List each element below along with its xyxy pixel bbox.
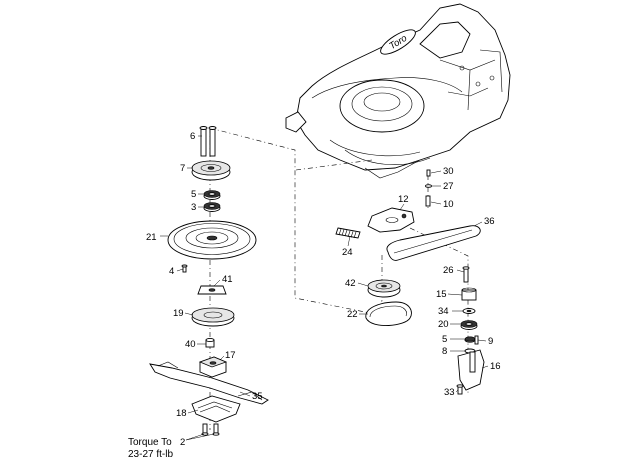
belt-part-22	[365, 301, 412, 326]
callout-12: 12	[398, 194, 409, 205]
callout-5: 5	[191, 189, 196, 200]
torque-note-line1: Torque To	[128, 437, 172, 448]
callout-36: 36	[484, 216, 495, 227]
bearing-part-5a	[203, 190, 221, 200]
callout-33: 33	[444, 387, 455, 398]
callout-labels: 6 7 5 3 21 4 41 19 40 17 35 18 2 30 27 1…	[146, 131, 501, 448]
bushing-part-20	[460, 320, 478, 330]
bolt-part-6	[199, 126, 217, 157]
screw-part-4	[181, 264, 188, 273]
spindle-housing-part-21	[167, 220, 257, 260]
hardware-parts-30-27-10	[425, 169, 432, 207]
callout-19: 19	[173, 308, 184, 319]
callout-40: 40	[185, 339, 196, 350]
torque-note: Torque To 23-27 ft-lb	[128, 437, 173, 460]
callout-2: 2	[180, 437, 185, 448]
callout-10: 10	[443, 199, 454, 210]
callout-21: 21	[146, 232, 157, 243]
blade-adapter-part-17	[198, 356, 228, 378]
bearing-part-3	[203, 202, 221, 212]
hub-part-19	[191, 307, 235, 327]
bearing-part-5b	[464, 336, 476, 343]
callout-27: 27	[443, 181, 454, 192]
callout-5-right: 5	[442, 334, 447, 345]
callout-6: 6	[190, 131, 195, 142]
callout-26: 26	[443, 265, 454, 276]
bracket-part-16	[457, 349, 485, 391]
nut-part-40	[205, 337, 215, 348]
callout-41: 41	[222, 274, 233, 285]
belt-part-36	[386, 225, 481, 261]
pulley-part-7	[191, 160, 231, 181]
callout-17: 17	[225, 350, 236, 361]
callout-24: 24	[342, 247, 353, 258]
callout-30: 30	[443, 166, 454, 177]
washer-part-34	[462, 308, 476, 314]
callout-42: 42	[345, 278, 356, 289]
pin-part-9	[474, 335, 479, 345]
leader-lines	[160, 135, 489, 441]
callout-20: 20	[438, 319, 449, 330]
callout-16: 16	[490, 361, 501, 372]
pivot-part-15	[461, 287, 477, 301]
idler-bracket-part-12	[367, 207, 415, 233]
spring-part-24	[335, 227, 361, 239]
callout-22: 22	[347, 309, 358, 320]
bolt-part-2	[201, 423, 220, 436]
torque-note-line2: 23-27 ft-lb	[128, 449, 173, 460]
callout-15: 15	[436, 289, 447, 300]
mower-deck-housing: Toro	[285, 3, 511, 179]
callout-18: 18	[176, 408, 187, 419]
idler-pulley-part-42	[367, 279, 401, 298]
blade-plate-part-18	[191, 395, 241, 423]
screw-part-33	[456, 384, 464, 395]
bolt-part-26	[462, 266, 470, 283]
callout-3: 3	[191, 202, 196, 213]
callout-8: 8	[442, 346, 447, 357]
blade-part-35	[149, 361, 269, 405]
callout-35: 35	[252, 391, 263, 402]
spacer-part-41	[197, 285, 227, 295]
callout-34: 34	[438, 306, 449, 317]
callout-7: 7	[180, 163, 185, 174]
callout-4: 4	[169, 266, 174, 277]
callout-9: 9	[488, 336, 493, 347]
